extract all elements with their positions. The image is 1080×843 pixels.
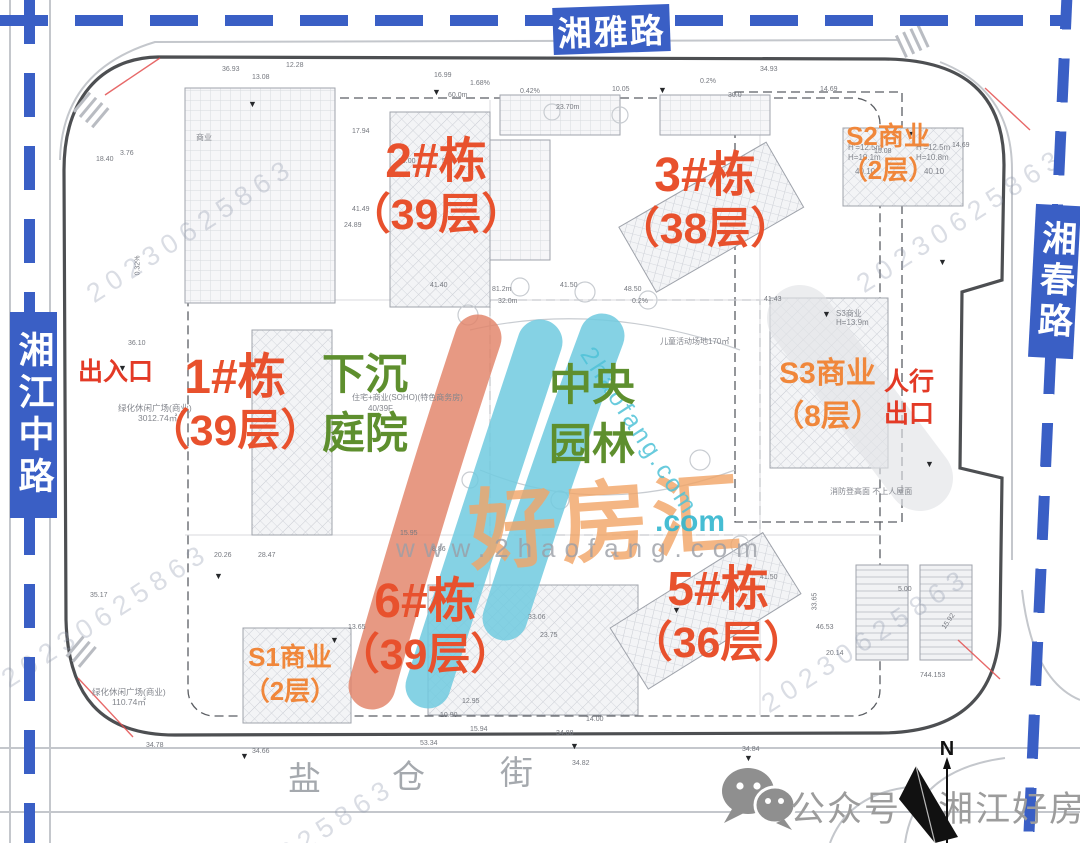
entrance-label-pedestrian: 人行 出口 [884,368,935,428]
watermark-url-text: www.2haofang.com [396,533,767,563]
building-label-5: 5#栋 （36层） [629,563,807,667]
road-label-xiangjiangzhong: 湘江中路 [10,312,57,518]
green-label-central-garden: 中央 园林 [549,362,635,469]
watermark-com-suffix: .com [655,505,726,538]
road-label-xiangchun: 湘春路 [1028,203,1080,360]
commercial-label-s2: S2商业 （2层） [841,121,935,185]
building-label-1: 1#栋 （39层） [146,351,324,455]
green-label-sunken-courtyard: 下沉 庭院 [322,351,408,458]
building-label-2: 2#栋 （39层） [347,135,525,239]
building-label-6: 6#栋 （39层） [336,575,514,679]
building-label-3: 3#栋 （38层） [616,149,794,253]
north-label: N [940,738,954,760]
north-compass: N [899,738,958,843]
wechat-icon [722,768,797,830]
road-line-top [0,15,1062,26]
commercial-label-s1: S1商业 （2层） [243,642,337,706]
entrance-label-main: 出入口 [78,358,154,386]
road-label-xiangya: 湘雅路 [552,3,671,56]
commercial-label-s3: S3商业 （8层） [774,357,881,433]
